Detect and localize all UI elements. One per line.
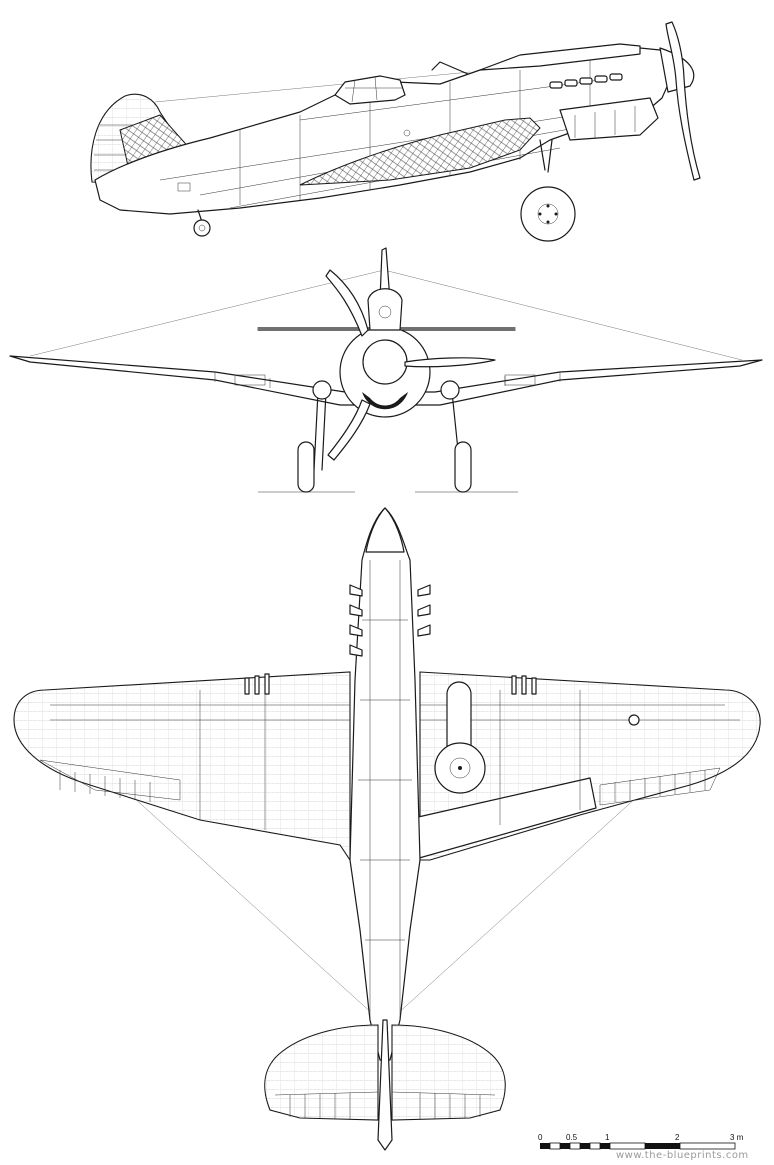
side-view — [90, 21, 701, 242]
scale-segment — [609, 1142, 646, 1150]
spinner-front — [362, 339, 408, 385]
elevator-ribs — [289, 1093, 481, 1119]
gear-leg-right — [451, 391, 459, 451]
scale-segment — [569, 1142, 581, 1150]
aileron-right — [599, 767, 721, 806]
scale-segment — [679, 1142, 736, 1150]
gear-leg-left — [313, 391, 327, 471]
top-view — [13, 507, 761, 1151]
wing-left — [13, 671, 351, 862]
scale-tick-2: 2 — [675, 1133, 680, 1142]
wing-panel-lines-top — [50, 690, 740, 830]
gun-port-left — [234, 374, 266, 386]
prop-blade-lower — [327, 399, 371, 461]
canopy — [334, 75, 406, 105]
aileron-ribs — [59, 770, 706, 802]
scale-tick-0: 0 — [538, 1133, 543, 1142]
scale-segment — [589, 1142, 601, 1150]
exhaust-stacks — [549, 73, 623, 89]
tailplane-right — [391, 1024, 506, 1121]
spinner-top — [365, 507, 405, 553]
wing-guns-right — [511, 675, 537, 695]
wing-guns-left — [244, 673, 270, 695]
main-wheel — [520, 186, 576, 242]
gear-fairing-left — [312, 380, 332, 400]
wing-side-hatch — [299, 117, 541, 186]
front-view — [9, 247, 763, 493]
scale-bar: 0 0.5 1 2 3 m — [538, 1133, 744, 1150]
gear-fairing-right — [440, 380, 460, 400]
fuselage-marker — [403, 129, 411, 137]
scale-segment — [600, 1143, 610, 1149]
canopy-front — [367, 288, 403, 331]
fuselage-frames — [239, 58, 591, 205]
access-panel — [177, 182, 191, 192]
scale-tick-3m: 3 m — [730, 1133, 744, 1142]
scale-segment — [549, 1142, 561, 1150]
scale-segment — [645, 1143, 680, 1149]
wing-marker-top — [628, 714, 640, 726]
scale-segment — [580, 1143, 590, 1149]
prop-blade-side — [404, 357, 496, 368]
scale-segment — [540, 1143, 550, 1149]
wheel-front-right — [454, 441, 472, 493]
canopy-frames — [345, 76, 402, 103]
antenna-mast — [431, 61, 469, 75]
chin-intake-front — [362, 392, 408, 410]
chin-radiator — [559, 97, 659, 141]
scale-tick-0-5: 0.5 — [566, 1133, 578, 1142]
antenna-wire — [154, 71, 471, 103]
watermark-text: www.the-blueprints.com — [616, 1150, 749, 1161]
elevator-hinge-lines — [274, 1091, 496, 1096]
tailplane-left — [264, 1024, 379, 1121]
prop-blade-upper — [325, 269, 369, 337]
scale-tick-1: 1 — [605, 1133, 610, 1142]
fuselage-side — [94, 47, 671, 215]
main-gear-strut — [539, 139, 553, 173]
scale-segment — [560, 1143, 570, 1149]
fin-top — [377, 1019, 393, 1151]
cowl-top — [479, 43, 641, 71]
tail-wheel — [193, 219, 211, 237]
fuselage-panel-lines-top — [358, 560, 412, 1020]
aileron-left — [39, 759, 181, 801]
gun-port-right — [504, 374, 536, 386]
wing-panel-lines-front — [214, 372, 561, 388]
exhaust-stacks-top — [349, 584, 431, 657]
radiator-panels — [574, 106, 636, 138]
wheel-front-left — [297, 441, 315, 493]
propeller-blade — [665, 21, 701, 181]
